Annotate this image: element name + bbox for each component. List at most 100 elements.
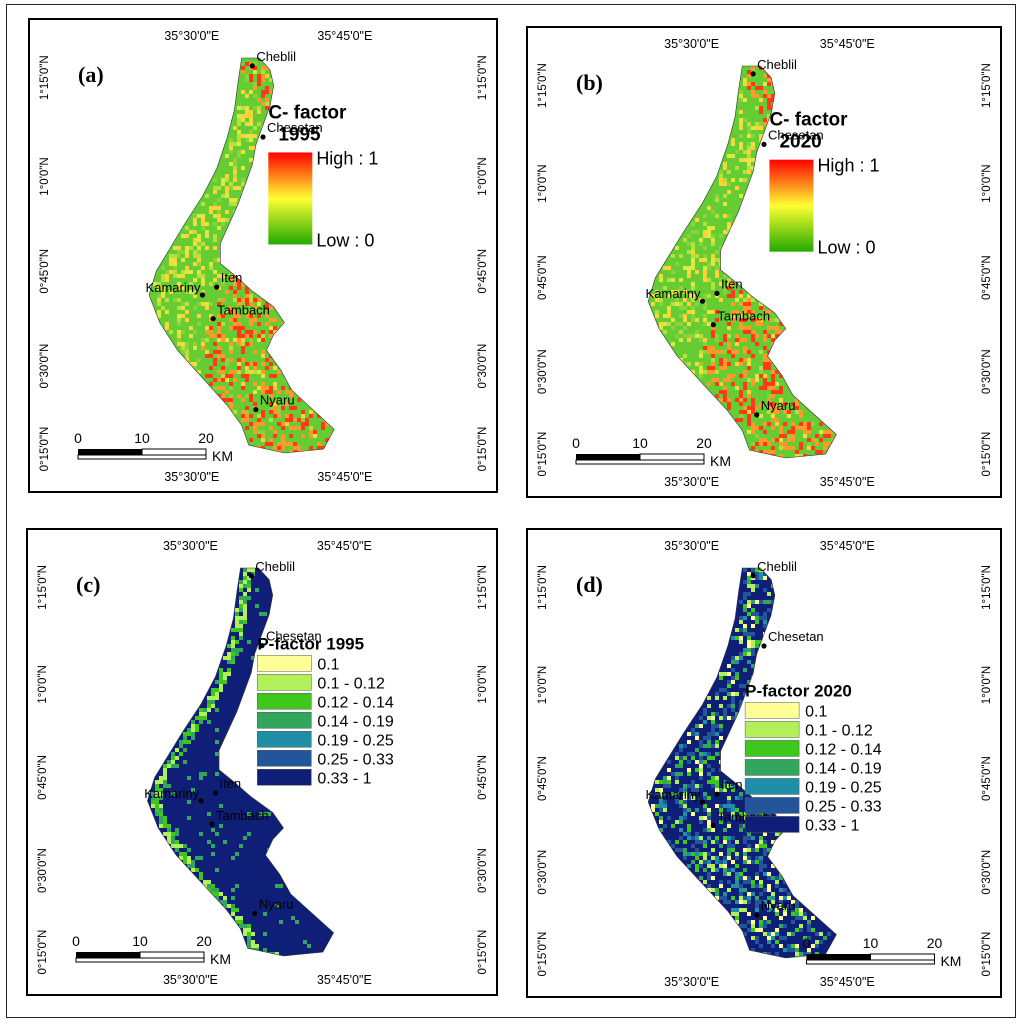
scalebar-unit: KM xyxy=(212,448,233,464)
scalebar-segment xyxy=(139,951,205,959)
lon-label-top: 35°30'0"E xyxy=(664,37,719,51)
scalebar-unit: KM xyxy=(710,453,731,469)
place-marker xyxy=(710,822,716,828)
place-label: Cheblil xyxy=(255,559,295,574)
place-marker xyxy=(214,284,220,290)
place-label: Cheblil xyxy=(757,559,797,574)
scalebar-frame xyxy=(805,959,935,965)
lat-label-right: 0°15'0"N xyxy=(477,427,489,472)
panel-letter: (d) xyxy=(576,572,603,597)
lat-label-left: 1°0'0"N xyxy=(39,157,51,195)
legend-swatch xyxy=(744,702,800,719)
lat-label-right: 1°0'0"N xyxy=(981,666,993,704)
scalebar-unit: KM xyxy=(210,951,231,967)
lon-label-top: 35°30'0"E xyxy=(163,539,218,553)
study-area-outline xyxy=(647,65,837,459)
lon-label-bottom: 35°30'0"E xyxy=(664,475,719,489)
legend-class-label: 0.1 - 0.12 xyxy=(317,675,385,692)
legend-swatch xyxy=(744,778,800,795)
legend-class-label: 0.1 xyxy=(317,656,339,673)
legend-gradient-bar xyxy=(268,152,313,245)
panel-letter: (c) xyxy=(76,572,100,597)
scalebar-segment xyxy=(806,954,871,960)
legend-swatch xyxy=(257,750,312,767)
lat-label-right: 0°45'0"N xyxy=(477,249,489,294)
lat-label-right: 0°30'0"N xyxy=(477,344,489,389)
lat-label-right: 1°15'0"N xyxy=(477,565,489,610)
scalebar-unit: KM xyxy=(940,953,961,969)
lon-label-top: 35°45'0"E xyxy=(317,539,372,553)
legend-title: P-factor 1995 xyxy=(257,634,364,653)
legend-swatch xyxy=(744,740,800,757)
lat-label-right: 1°0'0"N xyxy=(477,665,489,703)
legend-gradient-bar xyxy=(769,159,814,252)
place-label: Cheblil xyxy=(757,57,797,72)
lon-label-bottom: 35°30'0"E xyxy=(164,470,219,484)
map-panel-svg: 35°30'0"E 35°30'0"E 35°45'0"E 35°45'0"E 1°15… xyxy=(37,539,489,987)
place-marker xyxy=(754,412,760,418)
lat-label-right: 0°15'0"N xyxy=(981,432,993,477)
legend-class-label: 0.25 - 0.33 xyxy=(805,798,882,815)
figure-frame xyxy=(6,4,1016,1018)
legend-swatch xyxy=(744,721,800,738)
lat-label-right: 0°30'0"N xyxy=(477,848,489,893)
legend-title: C- factor xyxy=(268,102,347,123)
legend-class-label: 0.33 - 1 xyxy=(805,817,859,834)
lat-label-right: 1°15'0"N xyxy=(981,565,993,610)
place-label: Kamariny xyxy=(646,286,701,301)
study-area-outline xyxy=(647,567,837,959)
legend-class-label: 0.1 xyxy=(805,703,827,720)
lat-label-left: 0°45'0"N xyxy=(537,255,549,300)
place-label: Iten xyxy=(219,776,241,791)
place-marker xyxy=(699,799,706,805)
lat-label-left: 1°15'0"N xyxy=(537,565,549,610)
legend-class-label: 0.19 - 0.25 xyxy=(805,779,882,796)
legend-high-label: High : 1 xyxy=(316,148,378,168)
scalebar-tick: 0 xyxy=(803,935,811,951)
place-marker xyxy=(710,322,716,328)
lat-label-left: 1°0'0"N xyxy=(537,164,549,202)
place-marker xyxy=(248,573,254,579)
scalebar-frame xyxy=(75,957,205,963)
place-label: Iten xyxy=(721,276,743,291)
legend-swatch xyxy=(744,816,800,833)
lat-label-left: 0°45'0"N xyxy=(39,249,51,294)
raster-layer xyxy=(147,568,334,956)
place-label: Chesetan xyxy=(267,120,323,135)
lon-label-bottom: 35°45'0"E xyxy=(317,973,372,987)
place-marker xyxy=(199,292,206,298)
legend-class-label: 0.12 - 0.14 xyxy=(805,741,882,758)
place-label: Tambach xyxy=(216,808,269,823)
scalebar-tick: 20 xyxy=(198,430,214,446)
place-label: Iten xyxy=(221,270,243,285)
map-panel-svg: 35°30'0"E35°30'0"E35°45'0"E35°45'0"E1°15… xyxy=(537,37,993,489)
lat-label-right: 0°15'0"N xyxy=(477,930,489,975)
lat-label-left: 0°45'0"N xyxy=(37,755,49,800)
study-area-outline xyxy=(148,57,335,454)
lat-label-left: 1°15'0"N xyxy=(37,565,49,610)
scalebar-tick: 10 xyxy=(134,430,150,446)
scalebar-tick: 0 xyxy=(74,430,82,446)
panel-letter: (a) xyxy=(78,62,104,87)
lon-label-top: 35°30'0"E xyxy=(664,539,719,553)
legend-title: C- factor xyxy=(769,110,848,131)
scalebar-segment xyxy=(141,448,207,456)
scalebar-tick: 10 xyxy=(132,933,148,949)
lat-label-right: 0°45'0"N xyxy=(981,255,993,300)
lon-label-bottom: 35°30'0"E xyxy=(163,973,218,987)
legend-class-label: 0.19 - 0.25 xyxy=(317,732,394,749)
lat-label-left: 1°15'0"N xyxy=(39,55,51,100)
lat-label-left: 0°15'0"N xyxy=(37,930,49,975)
map-panel-svg: 35°30'0"E35°30'0"E35°45'0"E35°45'0"E1°15… xyxy=(537,539,993,989)
place-label: Chesetan xyxy=(768,127,824,142)
scalebar-tick: 0 xyxy=(572,435,580,451)
legend-class-label: 0.14 - 0.19 xyxy=(317,713,394,730)
place-marker xyxy=(209,821,215,827)
legend-low-label: Low : 0 xyxy=(817,238,875,258)
legend-swatch xyxy=(744,797,800,814)
place-marker xyxy=(252,910,258,916)
legend-swatch xyxy=(257,693,312,710)
legend-swatch xyxy=(257,731,312,748)
